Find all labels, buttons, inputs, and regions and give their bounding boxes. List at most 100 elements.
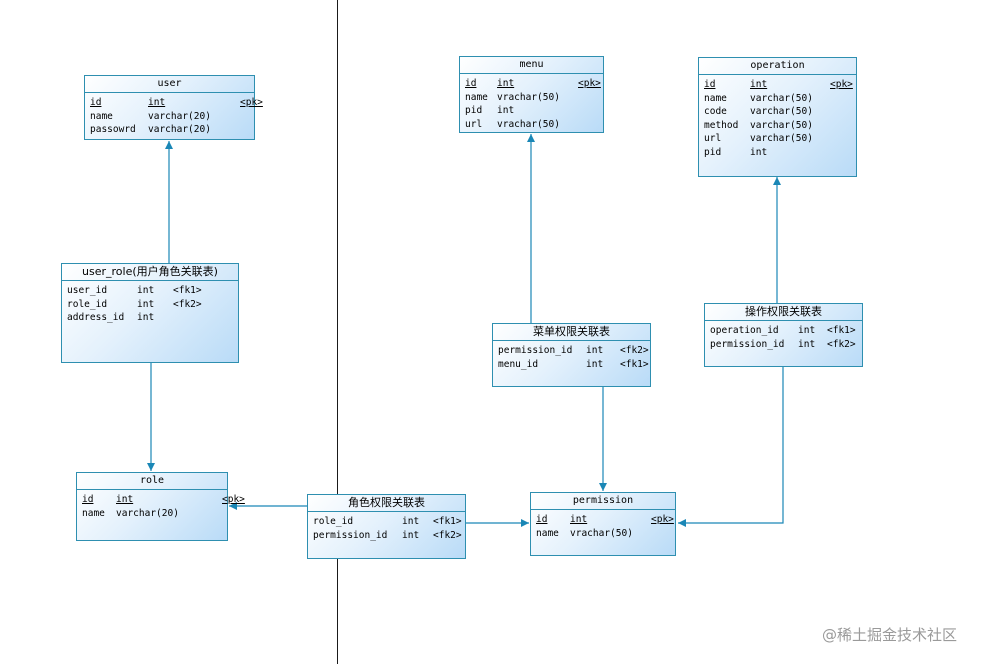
column-name: id: [704, 79, 716, 90]
column-type: int: [137, 285, 155, 296]
column-name: passowrd: [90, 124, 136, 135]
column-type: int: [116, 494, 134, 505]
column-name: address_id: [67, 312, 125, 323]
column-name: id: [465, 78, 477, 89]
column-key: <fk1>: [827, 325, 856, 336]
column-row: name varchar(20): [90, 110, 254, 124]
column-type: int: [137, 298, 155, 310]
column-row: role_id int <fk2>: [67, 298, 238, 312]
column-key: <fk1>: [173, 285, 202, 296]
column-key: <pk>: [240, 97, 263, 108]
column-name: user_id: [67, 285, 108, 296]
column-name: permission_id: [710, 338, 785, 350]
column-type: int: [137, 312, 155, 323]
divider-line: [337, 0, 338, 664]
column-row: menu_id int <fk1>: [498, 358, 650, 372]
column-type: varchar(50): [750, 106, 813, 117]
column-type: int: [798, 338, 816, 350]
entity-title: menu: [460, 57, 603, 74]
column-name: menu_id: [498, 358, 539, 370]
column-key: <fk2>: [173, 298, 202, 310]
column-name: code: [704, 106, 727, 117]
column-name: name: [704, 92, 727, 104]
column-type: int: [402, 529, 420, 541]
entity-title: permission: [531, 493, 675, 510]
entity-title: 角色权限关联表: [308, 495, 465, 512]
column-type: int: [750, 146, 768, 158]
column-key: <fk1>: [433, 516, 462, 527]
column-type: int: [402, 516, 420, 527]
watermark: @稀土掘金技术社区: [822, 626, 958, 644]
column-name: role_id: [67, 298, 108, 310]
column-row: code varchar(50): [704, 105, 856, 119]
column-row: id int <pk>: [536, 513, 675, 527]
entity-permission[interactable]: permission id int <pk> name vrachar(50): [530, 492, 676, 556]
column-row: name vrachar(50): [536, 527, 675, 541]
column-type: int: [148, 97, 166, 108]
column-type: int: [586, 358, 604, 370]
column-row: user_id int <fk1>: [67, 284, 238, 298]
column-key: <pk>: [578, 78, 601, 89]
column-row: id int <pk>: [90, 96, 263, 110]
column-key: <pk>: [651, 514, 674, 525]
column-name: id: [536, 514, 548, 525]
column-type: varchar(20): [116, 507, 179, 519]
column-type: int: [497, 105, 515, 116]
column-name: pid: [704, 146, 722, 158]
column-name: name: [90, 110, 113, 122]
entity-title: user: [85, 76, 254, 93]
column-type: int: [798, 325, 816, 336]
column-key: <pk>: [222, 494, 245, 505]
column-name: url: [465, 118, 483, 130]
column-type: varchar(50): [750, 133, 813, 144]
column-key: <pk>: [830, 79, 853, 90]
column-row: name varchar(50): [704, 92, 856, 106]
column-row: pid int: [704, 146, 856, 160]
column-type: varchar(20): [148, 110, 211, 122]
entity-title: user_role(用户角色关联表): [62, 264, 238, 281]
column-name: url: [704, 133, 722, 144]
column-type: varchar(50): [750, 92, 813, 104]
entity-title: role: [77, 473, 227, 490]
column-name: id: [90, 97, 102, 108]
column-type: int: [570, 514, 588, 525]
connector-operation-permission-to-permission: [678, 367, 784, 527]
column-name: permission_id: [498, 345, 573, 356]
entity-title: 菜单权限关联表: [493, 324, 650, 341]
column-name: operation_id: [710, 325, 779, 336]
column-type: vrachar(50): [497, 118, 560, 130]
column-name: name: [536, 527, 559, 539]
column-name: permission_id: [313, 529, 388, 541]
column-type: int: [750, 79, 768, 90]
entity-columns: id int <pk> name vrachar(50): [531, 510, 675, 540]
column-type: int: [586, 345, 604, 356]
column-key: <fk1>: [620, 358, 649, 370]
column-type: vrachar(50): [570, 527, 633, 539]
column-row: id int <pk>: [704, 78, 856, 92]
